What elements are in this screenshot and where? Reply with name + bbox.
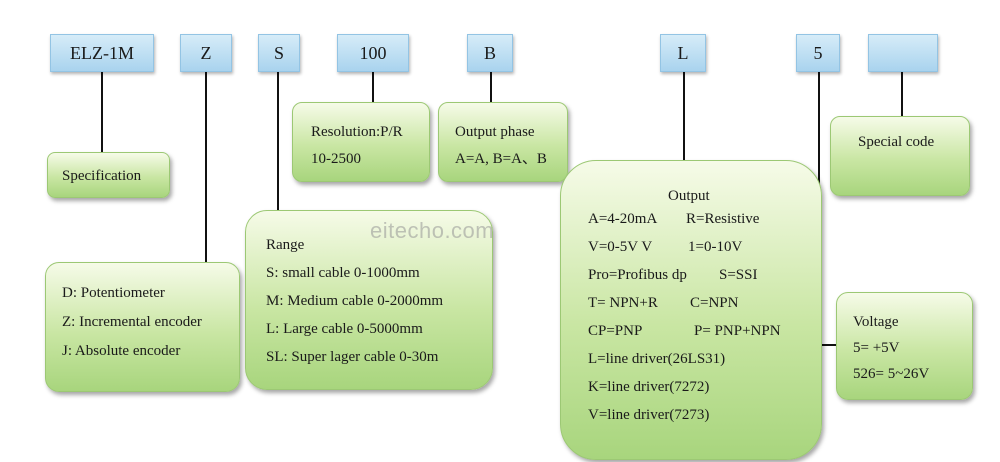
- range-box: Range S: small cable 0-1000mm M: Medium …: [245, 210, 493, 390]
- watermark-text: eitecho.com: [370, 218, 495, 243]
- output-code: Pro=Profibus dp: [588, 267, 687, 283]
- code-box-resolution: 100: [337, 34, 409, 72]
- output-row: CP=PNP P= PNP+NPN: [588, 322, 821, 350]
- special-code-box: Special code: [830, 116, 970, 196]
- output-code: A=4-20mA: [588, 211, 658, 227]
- output-code: P= PNP+NPN: [694, 323, 781, 339]
- type-line-1: D: Potentiometer: [62, 285, 165, 301]
- code-type: Z: [200, 42, 212, 63]
- connector-type: [205, 72, 207, 264]
- output-code: T= NPN+R: [588, 295, 658, 311]
- connector-voltage-h: [818, 344, 836, 346]
- type-line-2: Z: Incremental encoder: [62, 314, 202, 330]
- output-title: Output: [668, 188, 710, 204]
- code-resolution: 100: [359, 42, 387, 63]
- resolution-line-1: Resolution:P/R: [311, 124, 403, 140]
- output-code: L=line driver(26LS31): [588, 351, 726, 367]
- voltage-line-2: 526= 5~26V: [853, 366, 930, 382]
- output-row: L=line driver(26LS31): [588, 350, 821, 378]
- output-code: K=line driver(7272): [588, 379, 710, 395]
- connector-output-phase: [490, 72, 492, 102]
- type-box: D: Potentiometer Z: Incremental encoder …: [45, 262, 240, 392]
- code-model: ELZ-1M: [70, 42, 134, 63]
- special-code-title: Special code: [858, 134, 935, 150]
- code-box-output-phase: B: [467, 34, 513, 72]
- output-phase-box: Output phase A=A, B=A、B: [438, 102, 568, 182]
- connector-range: [277, 72, 279, 212]
- voltage-line-1: 5= +5V: [853, 340, 900, 356]
- code-box-voltage: 5: [796, 34, 840, 72]
- connector-special: [901, 72, 903, 116]
- range-line-l: L: Large cable 0-5000mm: [266, 321, 423, 337]
- output-code: R=Resistive: [686, 211, 760, 227]
- resolution-line-2: 10-2500: [311, 151, 361, 167]
- resolution-box: Resolution:P/R 10-2500: [292, 102, 430, 182]
- range-line-sl: SL: Super lager cable 0-30m: [266, 349, 439, 365]
- output-row: V=0-5V V 1=0-10V: [588, 238, 821, 266]
- output-phase-line-1: Output phase: [455, 124, 535, 140]
- output-code: C=NPN: [690, 295, 739, 311]
- output-code: S=SSI: [719, 267, 758, 283]
- output-row: Pro=Profibus dp S=SSI: [588, 266, 821, 294]
- code-box-output: L: [660, 34, 706, 72]
- range-line-s: S: small cable 0-1000mm: [266, 265, 420, 281]
- connector-spec: [101, 72, 103, 152]
- code-box-range: S: [258, 34, 300, 72]
- voltage-box: Voltage 5= +5V 526= 5~26V: [836, 292, 973, 400]
- output-row: T= NPN+R C=NPN: [588, 294, 821, 322]
- output-row: K=line driver(7272): [588, 378, 821, 406]
- code-box-special: [868, 34, 938, 72]
- output-code: V=line driver(7273): [588, 407, 710, 423]
- output-code: CP=PNP: [588, 323, 643, 339]
- code-range: S: [273, 42, 284, 63]
- output-phase-line-2: A=A, B=A、B: [455, 151, 547, 167]
- output-row: V=line driver(7273): [588, 406, 821, 434]
- code-voltage: 5: [813, 42, 823, 63]
- code-box-model: ELZ-1M: [50, 34, 154, 72]
- connector-resolution: [372, 72, 374, 102]
- code-output: L: [677, 42, 689, 63]
- output-row: A=4-20mA R=Resistive: [588, 210, 821, 238]
- type-line-3: J: Absolute encoder: [62, 343, 181, 359]
- code-output-phase: B: [483, 42, 496, 63]
- output-code: V=0-5V V: [588, 239, 653, 255]
- specification-title: Specification: [62, 168, 142, 184]
- range-line-m: M: Medium cable 0-2000mm: [266, 293, 444, 309]
- code-box-type: Z: [180, 34, 232, 72]
- specification-box: Specification: [47, 152, 170, 198]
- voltage-title: Voltage: [853, 314, 899, 330]
- range-title: Range: [266, 237, 305, 253]
- connector-output: [683, 72, 685, 162]
- output-code: 1=0-10V: [688, 239, 743, 255]
